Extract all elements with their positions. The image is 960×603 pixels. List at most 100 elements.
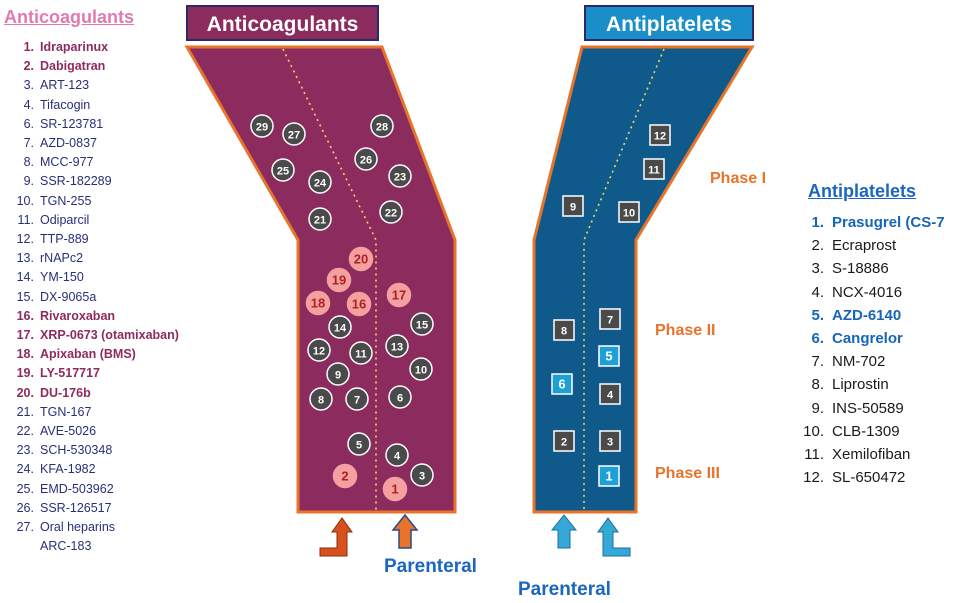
list-item: 25.EMD-503962 <box>16 481 114 496</box>
anticoag-node-label: 5 <box>356 440 362 452</box>
antiplatelet-node-1 <box>598 465 620 487</box>
list-item: 7.NM-702 <box>811 353 886 371</box>
list-item: 22.AVE-5026 <box>16 424 97 438</box>
list-item: 2.Ecraprost <box>811 237 897 255</box>
antiplatelet-node-label: 1 <box>605 469 612 484</box>
list-item: 1.Idraparinux <box>23 40 109 54</box>
list-item: 12.TTP-889 <box>16 232 89 246</box>
anticoag-node-9 <box>326 362 350 386</box>
anticoag-node-20 <box>348 246 374 272</box>
anticoag-node-label: 22 <box>385 208 397 220</box>
list-item: 8.Liprostin <box>811 376 889 394</box>
antiplatelet-node-label: 12 <box>654 131 666 143</box>
antiplatelet-node-9 <box>562 195 584 217</box>
list-item: 9.INS-50589 <box>811 399 904 417</box>
anticoag-node-label: 7 <box>354 395 360 407</box>
anticoag-node-label: 21 <box>314 215 326 227</box>
anticoag-node-8 <box>309 387 333 411</box>
list-item: 9.SSR-182289 <box>23 174 112 189</box>
list-item: 10.TGN-255 <box>16 193 92 208</box>
anticoag-node-27 <box>282 122 306 146</box>
list-item: 19.LY-517717 <box>16 366 101 381</box>
antiplatelet-node-8 <box>553 319 575 341</box>
anticoag-node-label: 29 <box>256 122 268 134</box>
list-item: 21.TGN-167 <box>16 404 92 419</box>
anticoag-node-label: 10 <box>415 365 427 377</box>
anticoag-node-28 <box>370 114 394 138</box>
anticoag-node-label: 18 <box>311 296 325 311</box>
anticoag-node-1 <box>382 476 408 502</box>
anticoag-node-26 <box>354 147 378 171</box>
anticoag-node-label: 11 <box>355 349 367 361</box>
antiplatelet-node-11 <box>643 158 665 180</box>
parenteral-label-left: Parenteral <box>384 556 477 577</box>
list-item: 20.DU-176b <box>16 385 91 400</box>
anticoag-node-label: 14 <box>334 323 347 335</box>
anticoag-node-14 <box>328 315 352 339</box>
anticoag-node-6 <box>388 385 412 409</box>
list-item: 3.S-18886 <box>811 260 889 278</box>
anticoag-node-label: 1 <box>391 482 398 497</box>
anticoag-node-29 <box>250 114 274 138</box>
curved-arrow-icon <box>597 517 631 557</box>
list-item: 13.rNAPc2 <box>16 251 84 266</box>
list-item: 4.Tifacogin <box>23 97 91 112</box>
antiplatelet-node-3 <box>599 430 621 452</box>
list-item: 15.DX-9065a <box>16 289 97 304</box>
anticoag-node-13 <box>385 334 409 358</box>
anticoag-node-7 <box>345 387 369 411</box>
anticoag-funnel <box>184 45 457 514</box>
list-item: 11.Odiparcil <box>17 212 90 227</box>
anticoag-node-label: 13 <box>391 342 403 354</box>
antiplatelet-node-7 <box>599 308 621 330</box>
anticoag-node-label: 4 <box>394 451 401 463</box>
anticoag-node-5 <box>347 432 371 456</box>
list-item: 6.Cangrelor <box>811 330 903 347</box>
antiplatelet-node-label: 10 <box>623 208 635 220</box>
antiplatelet-header: Antiplatelets <box>584 5 754 41</box>
antiplatelet-node-label: 3 <box>607 437 613 449</box>
anticoag-node-label: 16 <box>352 297 366 312</box>
list-item: 16.Rivaroxaban <box>16 308 116 323</box>
anticoag-node-4 <box>385 443 409 467</box>
anticoag-node-3 <box>410 463 434 487</box>
anticoag-node-2 <box>332 463 358 489</box>
antiplatelet-node-label: 11 <box>648 165 660 177</box>
up-arrow-icon <box>550 514 578 549</box>
list-item: 4.NCX-4016 <box>811 283 903 301</box>
antiplatelet-node-label: 7 <box>607 315 613 327</box>
antiplatelet-node-12 <box>649 124 671 146</box>
list-item: ARC-183 <box>40 539 92 554</box>
list-item: 12.SL-650472 <box>803 469 906 487</box>
list-item: 18.Apixaban (BMS) <box>16 347 136 362</box>
anticoag-node-15 <box>410 312 434 336</box>
anticoag-node-label: 27 <box>288 130 300 142</box>
anticoag-node-label: 17 <box>392 288 406 303</box>
list-item: 10.CLB-1309 <box>803 422 900 440</box>
anticoag-node-16 <box>346 291 372 317</box>
list-item: 11.Xemilofiban <box>804 446 911 463</box>
phase-2-label: Phase II <box>655 322 716 339</box>
list-item: 3.ART-123 <box>23 78 90 93</box>
list-item: 24.KFA-1982 <box>16 462 96 477</box>
list-item: 27.Oral heparins <box>16 520 116 534</box>
anticoag-list-title: Anticoagulants <box>4 7 135 27</box>
antiplatelet-funnel <box>532 45 755 514</box>
antiplatelet-node-5 <box>598 345 620 367</box>
anticoag-node-label: 23 <box>394 172 406 184</box>
list-item: 23.SCH-530348 <box>16 443 113 458</box>
anticoag-node-12 <box>307 338 331 362</box>
antiplatelet-node-2 <box>553 430 575 452</box>
anticoag-node-11 <box>349 341 373 365</box>
antiplatelet-node-label: 4 <box>607 390 614 402</box>
anticoag-node-10 <box>409 357 433 381</box>
anticoag-node-label: 26 <box>360 155 372 167</box>
phase-3-label: Phase III <box>655 465 720 482</box>
antiplatelet-list-title: Antiplatelets <box>808 181 917 201</box>
antiplatelet-node-4 <box>599 383 621 405</box>
antiplatelet-node-label: 5 <box>605 349 612 364</box>
phase-1-label: Phase I <box>710 170 767 187</box>
list-item: 5.AZD-6140 <box>811 306 902 324</box>
